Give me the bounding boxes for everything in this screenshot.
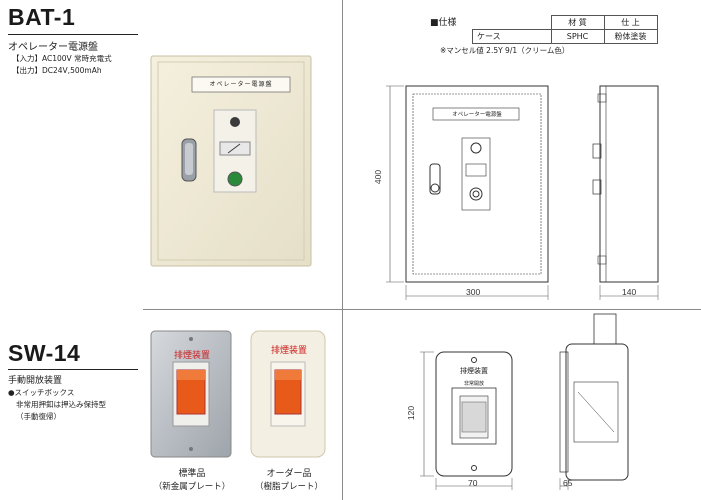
sw-dim-depth: 65	[563, 478, 573, 488]
sw-order-plate-label: 排煙装置	[270, 346, 307, 356]
bat-dim-width: 300	[466, 287, 481, 297]
sw-desc-line2: （手動復帰）	[16, 412, 61, 421]
bat-spec-input: 【入力】AC100V 常時充電式	[12, 54, 112, 63]
horizontal-divider	[143, 309, 701, 310]
spec-row-finish: 粉体塗装	[603, 29, 658, 44]
sw-title: SW-14	[8, 340, 81, 366]
spec-row-material: SPHC	[550, 29, 605, 44]
spec-note: ※マンセル値 2.5Y 9/1（クリーム色）	[440, 46, 570, 55]
spec-col-material: 材 質	[550, 15, 605, 30]
bat-title-rule	[8, 34, 138, 35]
sw-order-photo	[250, 330, 326, 458]
sw-standard-plate-label: 排煙装置	[173, 351, 210, 361]
sw-subtitle: 手動開放装置	[8, 376, 63, 386]
sw-technical-drawing	[420, 313, 629, 490]
bat-panel-photo	[150, 55, 312, 267]
bat-technical-drawing	[386, 85, 659, 300]
spec-table-corner	[472, 15, 552, 30]
spec-row-label: ケース	[472, 29, 552, 44]
sw-drawing-label: 排煙装置	[460, 367, 488, 375]
caption-standard: 標準品	[178, 469, 206, 479]
bat-dim-height: 400	[373, 169, 384, 185]
sw-desc-line1: 非常用押釦は押込み保持型	[16, 400, 106, 409]
sw-bullet: ●スイッチボックス	[8, 388, 75, 397]
bat-spec-output: 【出力】DC24V,500mAh	[12, 66, 102, 75]
sw-title-rule	[8, 369, 138, 370]
bat-title: BAT-1	[8, 4, 76, 30]
caption-order: オーダー品	[266, 469, 312, 479]
spec-table: 材 質 仕 上 ケース SPHC 粉体塗装	[472, 15, 658, 44]
bat-drawing-label: オペレーター電源盤	[452, 112, 502, 118]
spec-heading: ■仕様	[430, 18, 457, 28]
sw-drawing-small-label: 非常開放	[463, 381, 484, 387]
bat-subtitle: オペレーター電源盤	[8, 42, 98, 53]
vertical-divider	[342, 0, 343, 500]
spec-col-finish: 仕 上	[603, 15, 658, 30]
sw-dim-height: 120	[406, 405, 417, 421]
caption-order-sub: （樹脂プレート）	[254, 482, 323, 492]
bat-dim-depth: 140	[622, 287, 637, 297]
sw-dim-width: 70	[468, 478, 478, 488]
caption-standard-sub: （新金属プレート）	[153, 482, 231, 492]
bat-panel-label: オペレーター電源盤	[209, 81, 273, 88]
sw-standard-photo	[150, 330, 232, 458]
